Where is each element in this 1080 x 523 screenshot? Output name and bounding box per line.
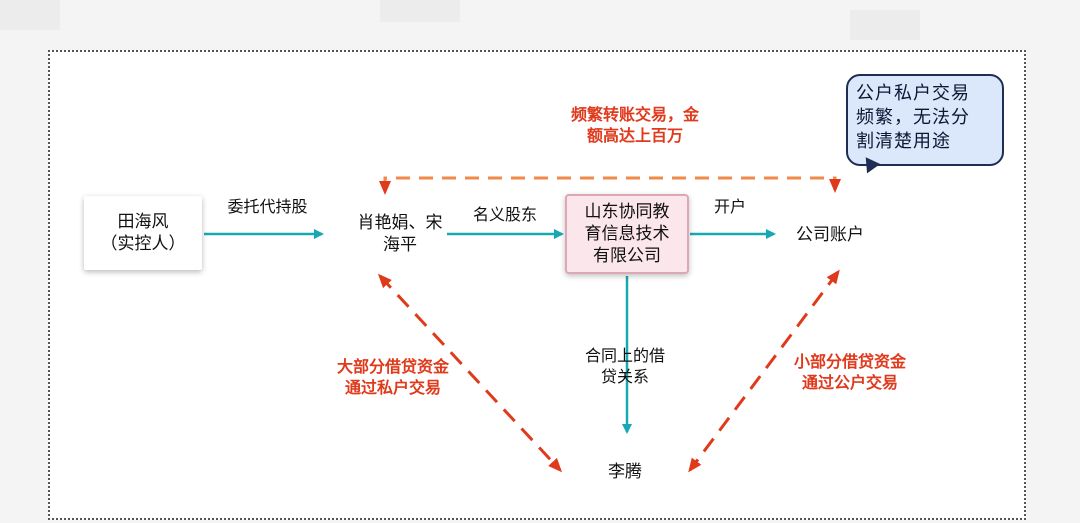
scan-artifact (380, 0, 460, 22)
dashed-arrow-account-to-xiao (379, 176, 841, 195)
edge-label-contract-loan: 合同上的借 贷关系 (584, 346, 665, 386)
node-xiao-song: 肖艳娟、宋 海平 (350, 206, 450, 262)
edge-label-private-account-loans: 大部分借贷资金 通过私户交易 (336, 357, 449, 397)
node-li-teng: 李腾 (575, 457, 675, 487)
node-label: 肖艳娟、宋 海平 (357, 213, 443, 255)
callout-note: 公户私户交易 频繁，无法分 割清楚用途 (846, 74, 1004, 166)
scan-artifact (0, 0, 60, 30)
scan-artifact (850, 10, 920, 40)
dashed-arrow-account-li (688, 269, 840, 473)
node-tian-haifeng: 田海风 （实控人） (84, 196, 202, 270)
node-label: 山东协同教 育信息技术 有限公司 (584, 202, 670, 266)
node-company: 山东协同教 育信息技术 有限公司 (565, 194, 689, 274)
edge-label-nominal-shareholder: 名义股东 (472, 205, 537, 224)
node-label: 田海风 （实控人） (100, 212, 186, 254)
node-label: 李腾 (608, 462, 642, 482)
edge-label-entrusted-holding: 委托代持股 (227, 197, 308, 216)
node-company-account: 公司账户 (780, 218, 880, 252)
dashed-arrow-xiao-li (377, 273, 563, 473)
edge-label-frequent-transfers: 频繁转账交易，金 额高达上百万 (570, 105, 699, 145)
node-label: 公司账户 (796, 225, 864, 245)
edge-label-open-account: 开户 (713, 197, 746, 216)
edge-label-public-account-loans: 小部分借贷资金 通过公户交易 (793, 352, 906, 392)
